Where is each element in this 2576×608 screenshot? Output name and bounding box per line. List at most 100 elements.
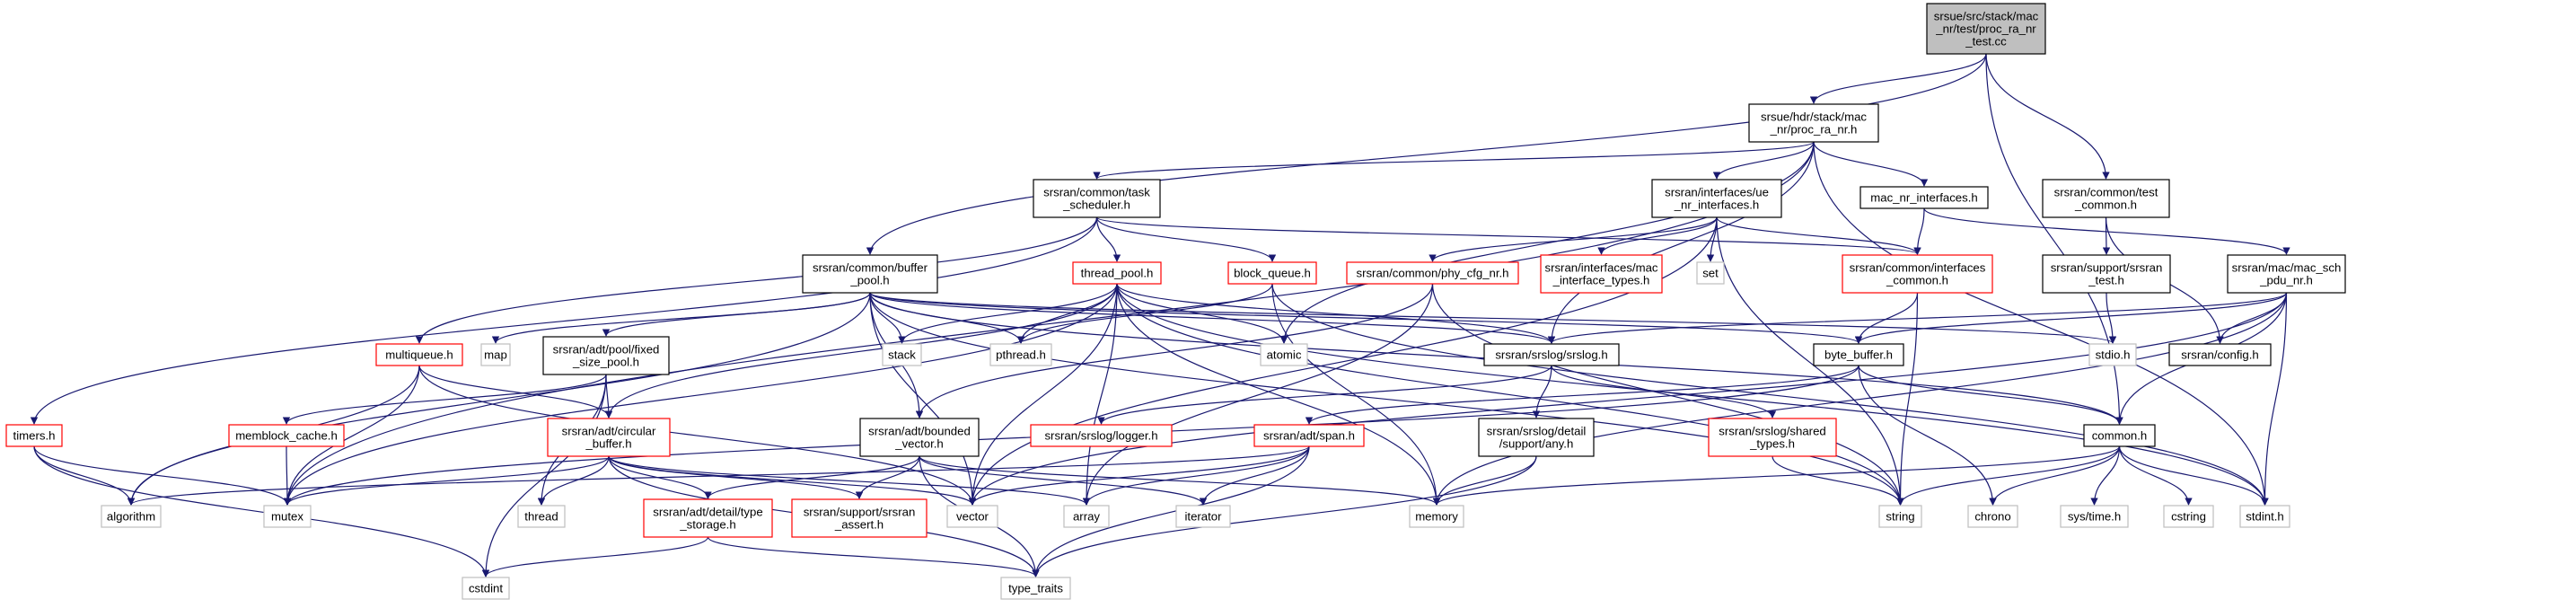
node-root[interactable]: srsue/src/stack/mac_nr/test/proc_ra_nr_t… bbox=[1926, 3, 2046, 55]
node-common[interactable]: common.h bbox=[2083, 424, 2156, 447]
edge-thread-pool-to-string bbox=[1116, 283, 1904, 506]
node-bounded-vector[interactable]: srsran/adt/bounded_vector.h bbox=[859, 418, 980, 457]
node-label-line: _types.h bbox=[1749, 437, 1795, 451]
node-cstring: cstring bbox=[2163, 505, 2214, 528]
node-box bbox=[1878, 505, 1922, 528]
node-box bbox=[1651, 179, 1782, 218]
node-box bbox=[228, 424, 345, 447]
node-shared-types[interactable]: srsran/srslog/shared_types.h bbox=[1708, 418, 1837, 457]
node-any[interactable]: srsran/srslog/detail/support/any.h bbox=[1478, 418, 1595, 457]
node-iterator: iterator bbox=[1175, 505, 1231, 528]
node-label-line: iterator bbox=[1184, 510, 1222, 524]
edge-thread-pool-to-vector bbox=[968, 283, 1118, 506]
edge-common-to-string bbox=[1896, 445, 2121, 506]
edge-mac-sch-pdu-to-byte-buffer bbox=[1854, 292, 2288, 344]
edge-root-to-common bbox=[1985, 53, 2123, 425]
node-box bbox=[791, 498, 928, 538]
node-label-line: stack bbox=[888, 348, 916, 362]
node-ue-nr-interfaces[interactable]: srsran/interfaces/ue_nr_interfaces.h bbox=[1651, 179, 1782, 218]
edge-interfaces-common-to-string bbox=[1896, 292, 1919, 506]
node-config[interactable]: srsran/config.h bbox=[2168, 343, 2272, 366]
node-label-line: vector bbox=[956, 510, 989, 524]
node-box bbox=[2227, 254, 2346, 294]
edge-block-queue-to-stdint bbox=[1271, 283, 2269, 506]
node-label-line: srsran/srslog/logger.h bbox=[1044, 429, 1157, 443]
edge-buffer-pool-to-byte-buffer bbox=[869, 292, 1862, 344]
node-label-line: sys/time.h bbox=[2068, 510, 2121, 524]
node-label-line: chrono bbox=[1974, 510, 2010, 524]
node-type-storage[interactable]: srsran/adt/detail/type_storage.h bbox=[643, 498, 773, 538]
node-box bbox=[375, 343, 463, 366]
node-memblock-cache[interactable]: memblock_cache.h bbox=[228, 424, 345, 447]
node-interfaces-common[interactable]: srsran/common/interfaces_common.h bbox=[1842, 254, 1993, 294]
edge-common-to-cstring bbox=[2118, 445, 2193, 506]
node-chrono: chrono bbox=[1967, 505, 2018, 528]
edge-bounded-vector-to-iterator bbox=[919, 455, 1208, 506]
node-label-line: mutex bbox=[271, 510, 303, 524]
node-srsran-test[interactable]: srsran/support/srsran_test.h bbox=[2042, 254, 2171, 294]
node-srsran-assert[interactable]: srsran/support/srsran_assert.h bbox=[791, 498, 928, 538]
edge-circular-buffer-to-vector bbox=[608, 455, 977, 506]
node-label-line: _nr/test/proc_ra_nr bbox=[1935, 22, 2036, 36]
edge-memblock-cache-to-mutex bbox=[283, 445, 292, 506]
edge-shared-types-to-string bbox=[1772, 455, 1904, 506]
edge-thread-pool-to-pthread bbox=[1016, 283, 1118, 344]
edge-bounded-vector-to-memory bbox=[919, 455, 1441, 506]
node-fixed-size-pool[interactable]: srsran/adt/pool/fixed_size_pool.h bbox=[542, 336, 670, 375]
node-box bbox=[643, 498, 773, 538]
edge-common-to-memory bbox=[1432, 445, 2121, 506]
node-box bbox=[882, 343, 922, 366]
node-label-line: srsran/adt/circular bbox=[562, 425, 656, 438]
node-task-scheduler[interactable]: srsran/common/task_scheduler.h bbox=[1033, 179, 1161, 218]
node-label-line: mac_nr_interfaces.h bbox=[1870, 191, 1977, 205]
node-block-queue[interactable]: block_queue.h bbox=[1227, 261, 1317, 285]
node-mac-interface-types[interactable]: srsran/interfaces/mac_interface_types.h bbox=[1540, 254, 1663, 294]
edge-span-to-type-traits bbox=[1032, 445, 1310, 577]
node-multiqueue[interactable]: multiqueue.h bbox=[375, 343, 463, 366]
edge-task-scheduler-to-thread-pool bbox=[1095, 216, 1121, 262]
edge-proc-ra-nr-to-atomic bbox=[1279, 141, 1815, 344]
node-label-line: _scheduler.h bbox=[1062, 198, 1130, 212]
node-box bbox=[480, 343, 511, 366]
node-circular-buffer[interactable]: srsran/adt/circular_buffer.h bbox=[547, 418, 671, 457]
node-label-line: set bbox=[1702, 267, 1719, 280]
node-box bbox=[1409, 505, 1464, 528]
node-label-line: cstdint bbox=[469, 582, 503, 595]
node-buffer-pool[interactable]: srsran/common/buffer_pool.h bbox=[802, 254, 938, 294]
node-test-common[interactable]: srsran/common/test_common.h bbox=[2042, 179, 2170, 218]
node-box bbox=[1859, 186, 1989, 209]
edge-multiqueue-to-mutex bbox=[283, 365, 420, 506]
node-label-line: common.h bbox=[2092, 429, 2148, 443]
node-label-line: srsran/support/srsran bbox=[804, 506, 916, 519]
edge-circular-buffer-to-array bbox=[608, 455, 1091, 506]
node-timers[interactable]: timers.h bbox=[5, 424, 63, 447]
edge-fixed-size-pool-to-cstdint bbox=[481, 374, 607, 577]
node-thread-pool[interactable]: thread_pool.h bbox=[1072, 261, 1162, 285]
node-mac-nr-interfaces[interactable]: mac_nr_interfaces.h bbox=[1859, 186, 1989, 209]
node-logger[interactable]: srsran/srslog/logger.h bbox=[1030, 424, 1173, 447]
edge-span-to-iterator bbox=[1199, 445, 1310, 506]
node-phy-cfg-nr[interactable]: srsran/common/phy_cfg_nr.h bbox=[1346, 261, 1519, 285]
edge-mac-sch-pdu-to-stdint bbox=[2261, 292, 2288, 506]
node-label-line: _buffer.h bbox=[585, 437, 631, 451]
node-label-line: srsue/src/stack/mac bbox=[1934, 10, 2039, 23]
edge-thread-pool-to-mutex bbox=[283, 283, 1118, 506]
edge-common-to-chrono bbox=[1989, 445, 2121, 506]
node-label-line: algorithm bbox=[107, 510, 155, 524]
edge-bounded-vector-to-srsran-assert bbox=[855, 455, 920, 499]
edge-common-to-stdint bbox=[2118, 445, 2269, 506]
node-label-line: pthread.h bbox=[996, 348, 1046, 362]
node-proc-ra-nr[interactable]: srsue/hdr/stack/mac_nr/proc_ra_nr.h bbox=[1748, 103, 1879, 143]
node-span[interactable]: srsran/adt/span.h bbox=[1253, 424, 1365, 447]
node-label-line: srsran/common/buffer bbox=[813, 261, 928, 275]
node-type-traits: type_traits bbox=[1000, 577, 1071, 600]
node-srslog[interactable]: srsran/srslog/srslog.h bbox=[1483, 343, 1620, 366]
node-byte-buffer[interactable]: byte_buffer.h bbox=[1813, 343, 1904, 366]
node-label-line: _pool.h bbox=[849, 274, 889, 287]
edge-span-to-array bbox=[1082, 445, 1310, 506]
node-label-line: thread bbox=[524, 510, 558, 524]
node-label-line: _interface_types.h bbox=[1552, 274, 1650, 287]
node-mac-sch-pdu[interactable]: srsran/mac/mac_sch_pdu_nr.h bbox=[2227, 254, 2346, 294]
edge-byte-buffer-to-chrono bbox=[1858, 365, 1997, 506]
edge-thread-pool-to-memory bbox=[1116, 283, 1441, 506]
